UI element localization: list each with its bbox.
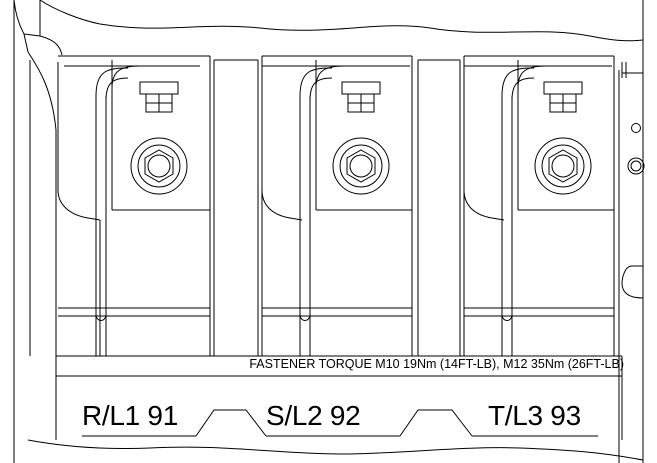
terminal-label-t-l3: T/L3 93: [488, 400, 581, 431]
terminal-housing-1: [57, 55, 211, 356]
busbar-gap-2: [417, 59, 461, 356]
enclosure-frame: [13, 0, 644, 463]
label-separator-1: [195, 409, 267, 437]
terminal-housing-3: [463, 55, 615, 356]
busbar-gap-1: [213, 59, 259, 356]
label-plate: [55, 355, 623, 440]
side-tab: [621, 265, 644, 299]
terminal-label-s-l2: S/L2 92: [266, 400, 361, 431]
top-break-line: [39, 0, 644, 42]
bottom-break-line: [27, 439, 644, 461]
label-separator-2: [399, 409, 473, 437]
terminal-label-r-l1: R/L1 91: [82, 400, 178, 431]
fastener-torque-note: FASTENER TORQUE M10 19Nm (14FT-LB), M12 …: [249, 357, 624, 371]
left-housing: [23, 33, 57, 356]
side-hole-small: [631, 123, 641, 133]
side-hole-nut: [627, 157, 645, 175]
left-break-edge: [13, 0, 41, 36]
terminal-housing-2: [261, 55, 413, 356]
